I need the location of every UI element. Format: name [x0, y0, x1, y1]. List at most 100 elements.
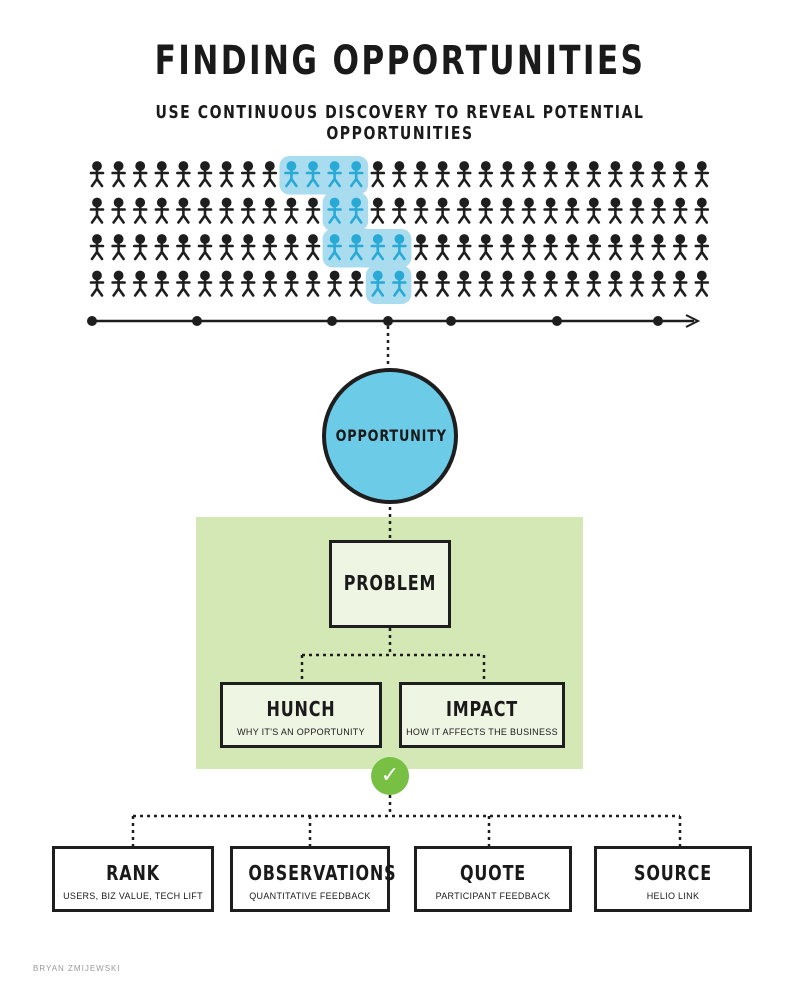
- timeline-dot: [87, 316, 97, 326]
- person-icon: [176, 161, 191, 188]
- timeline-dot: [446, 316, 456, 326]
- source-subtitle: HELIO LINK: [646, 891, 700, 901]
- person-icon: [456, 197, 472, 224]
- person-icon-highlighted: [370, 234, 386, 261]
- person-icon: [456, 161, 472, 188]
- person-icon: [521, 161, 537, 188]
- person-icon: [413, 234, 429, 261]
- timeline-dot: [383, 316, 393, 326]
- person-icon: [672, 270, 688, 297]
- person-icon: [305, 270, 321, 297]
- person-icon: [240, 270, 256, 297]
- rank-subtitle: USERS, BIZ VALUE, TECH LIFT: [63, 891, 203, 901]
- person-icon: [89, 270, 105, 297]
- person-icon: [608, 161, 623, 188]
- opportunity-circle: [322, 368, 458, 504]
- person-icon: [111, 234, 126, 261]
- arrow-head-icon: [685, 314, 701, 328]
- person-icon: [651, 197, 666, 224]
- person-icon: [154, 234, 170, 261]
- person-icon: [176, 270, 191, 297]
- observations-title: OBSERVATIONS: [248, 861, 397, 885]
- person-icon: [219, 234, 234, 261]
- person-icon: [694, 270, 710, 297]
- person-icon: [111, 270, 126, 297]
- highlight-band: [279, 156, 412, 304]
- person-icon: [435, 234, 450, 261]
- person-icon: [629, 234, 645, 261]
- person-icon: [240, 197, 256, 224]
- person-icon: [629, 161, 645, 188]
- problem-title: PROBLEM: [343, 571, 437, 595]
- person-icon-highlighted: [305, 161, 321, 188]
- person-icon: [154, 270, 170, 297]
- person-icon: [608, 270, 623, 297]
- page-title: FINDING OPPORTUNITIES: [154, 38, 646, 84]
- person-icon-highlighted: [348, 197, 364, 224]
- person-icon: [564, 270, 580, 297]
- timeline-dot: [192, 316, 202, 326]
- person-icon: [284, 270, 299, 297]
- person-icon: [456, 270, 472, 297]
- person-icon: [521, 270, 537, 297]
- person-icon: [392, 197, 407, 224]
- person-icon: [370, 197, 386, 224]
- person-icon: [262, 161, 278, 188]
- person-icon: [629, 197, 645, 224]
- person-icon: [586, 234, 602, 261]
- person-icon: [413, 197, 429, 224]
- person-icon: [197, 270, 213, 297]
- person-icon: [197, 234, 213, 261]
- person-icon-highlighted: [327, 197, 342, 224]
- hunch-title: HUNCH: [266, 697, 336, 721]
- person-icon: [262, 270, 278, 297]
- person-icon: [154, 197, 170, 224]
- person-icon: [651, 234, 666, 261]
- person-icon: [240, 161, 256, 188]
- person-icon: [435, 197, 450, 224]
- person-icon: [608, 234, 623, 261]
- problem-box: PROBLEM: [329, 540, 451, 628]
- person-icon: [500, 197, 515, 224]
- person-icon: [111, 197, 126, 224]
- person-icon: [564, 197, 580, 224]
- person-icon-highlighted: [327, 161, 342, 188]
- person-icon: [521, 234, 537, 261]
- person-icon: [543, 161, 558, 188]
- person-icon: [284, 197, 299, 224]
- person-icon: [500, 270, 515, 297]
- person-icon: [672, 234, 688, 261]
- impact-subtitle: HOW IT AFFECTS THE BUSINESS: [406, 727, 558, 737]
- person-icon: [543, 234, 558, 261]
- person-icon: [694, 161, 710, 188]
- person-icon: [219, 161, 234, 188]
- person-icon: [262, 197, 278, 224]
- person-icon: [456, 234, 472, 261]
- person-icon: [478, 161, 494, 188]
- person-icon: [521, 197, 537, 224]
- timeline-dot: [653, 316, 663, 326]
- person-icon-highlighted: [392, 234, 407, 261]
- person-icon: [413, 161, 429, 188]
- timeline: [87, 314, 701, 328]
- timeline-dot: [327, 316, 337, 326]
- person-icon: [132, 161, 148, 188]
- person-icon: [392, 161, 407, 188]
- person-icon: [500, 161, 515, 188]
- person-icon: [435, 161, 450, 188]
- person-icon: [500, 234, 515, 261]
- quote-box: QUOTE PARTICIPANT FEEDBACK: [414, 846, 572, 912]
- quote-subtitle: PARTICIPANT FEEDBACK: [435, 891, 551, 901]
- timeline-dot: [552, 316, 562, 326]
- person-icon: [435, 270, 450, 297]
- person-icon: [348, 270, 364, 297]
- person-icon: [284, 234, 299, 261]
- quote-title: QUOTE: [459, 861, 527, 885]
- hunch-subtitle: WHY IT'S AN OPPORTUNITY: [237, 727, 365, 737]
- person-icon: [586, 197, 602, 224]
- person-icon: [564, 234, 580, 261]
- person-icon: [694, 197, 710, 224]
- person-icon-highlighted: [392, 270, 407, 297]
- person-icon: [197, 197, 213, 224]
- observations-subtitle: QUANTITATIVE FEEDBACK: [249, 891, 371, 901]
